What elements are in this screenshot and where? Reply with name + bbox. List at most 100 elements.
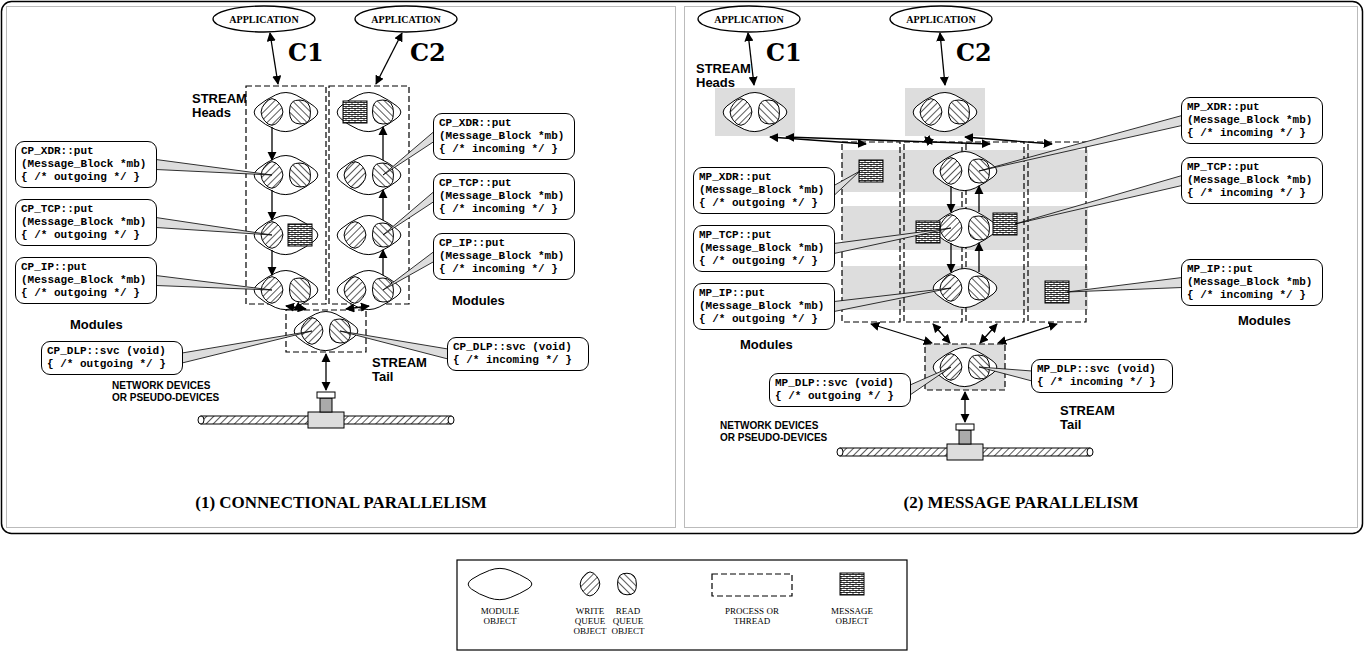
method-callout: MP_TCP::put (Message_Block *mb) { /* out… [693, 225, 835, 272]
read-queue [289, 163, 310, 187]
stream-head-area [715, 88, 795, 136]
double-arrow [940, 33, 945, 85]
method-text: MP_TCP::put (Message_Block *mb) { /* inc… [1187, 161, 1317, 200]
module-object [723, 92, 787, 131]
method-text: MP_IP::put (Message_Block *mb) { /* outg… [699, 287, 829, 326]
method-callout: MP_IP::put (Message_Block *mb) { /* outg… [693, 283, 835, 330]
write-queue [940, 158, 962, 185]
process-thread-box [1028, 142, 1086, 322]
write-queue [344, 277, 366, 304]
leader-line [910, 367, 951, 395]
module-object [254, 155, 318, 194]
device-label: NETWORK DEVICES OR PSEUDO-DEVICES [720, 420, 836, 444]
t-connector-stub [320, 398, 332, 412]
legend-text: PROCESS OR THREAD [722, 606, 782, 626]
leader-line [1067, 278, 1182, 293]
flow-arrow [950, 186, 951, 212]
message-object [288, 224, 312, 246]
method-text: CP_DLP::svc (void) { /* incoming */ } [453, 341, 583, 367]
method-callout: MP_XDR::put (Message_Block *mb) { /* out… [693, 167, 835, 214]
ellipse-shape [213, 6, 315, 32]
panel: (2) MESSAGE PARALLELISMAPPLICATIONAPPLIC… [684, 6, 1358, 528]
legend-text: MODULE OBJECT [475, 606, 525, 626]
legend-text: READ QUEUE OBJECT [610, 606, 646, 636]
leader-line [834, 228, 951, 254]
t-connector-cap [956, 424, 974, 430]
flow-arrow [271, 190, 272, 220]
method-callout: CP_XDR::put (Message_Block *mb) { /* out… [15, 141, 157, 188]
leader-line [156, 218, 272, 236]
double-arrow [376, 33, 402, 84]
application-ellipse: APPLICATION [212, 5, 316, 33]
flow-arrow [950, 243, 951, 272]
section-label: Modules [70, 318, 123, 332]
double-arrow [325, 354, 326, 390]
section-label: Modules [1238, 314, 1291, 328]
read-queue [372, 223, 393, 247]
application-label: APPLICATION [714, 14, 783, 25]
legend-module-sample [468, 568, 532, 599]
module-object [933, 347, 997, 386]
leader-line [834, 171, 860, 196]
flow-arrow [978, 243, 979, 272]
write-queue [920, 99, 942, 126]
method-callout: CP_XDR::put (Message_Block *mb) { /* inc… [433, 113, 575, 160]
leader-line [383, 132, 434, 176]
leader-line [156, 276, 272, 291]
application-label: APPLICATION [371, 14, 440, 25]
write-queue [730, 99, 752, 126]
module-object [337, 155, 401, 194]
write-queue [261, 99, 283, 126]
read-queue [329, 319, 350, 343]
section-label: STREAM Tail [372, 356, 422, 384]
legend-text: WRITE QUEUE OBJECT [572, 606, 608, 636]
t-connector-cap [317, 392, 335, 398]
module-object [337, 270, 401, 309]
flow-arrow [271, 250, 272, 275]
write-queue [344, 162, 366, 189]
method-text: MP_IP::put (Message_Block *mb) { /* inco… [1187, 263, 1317, 302]
t-connector-stub [959, 430, 971, 444]
double-arrow [286, 306, 306, 309]
cable-end [1087, 448, 1093, 456]
read-queue [968, 355, 989, 379]
device-label: NETWORK DEVICES OR PSEUDO-DEVICES [112, 380, 228, 404]
double-arrow [933, 324, 950, 343]
stream-head-area [905, 88, 985, 136]
cable-end [448, 416, 454, 424]
leader-line [156, 160, 272, 176]
module-object [933, 268, 997, 307]
legend-frame [457, 560, 907, 650]
ellipse-shape [890, 6, 992, 32]
message-object [859, 160, 883, 182]
method-callout: CP_TCP::put (Message_Block *mb) { /* out… [15, 199, 157, 246]
t-connector [947, 444, 983, 460]
leader-line [383, 192, 434, 236]
module-layer [842, 266, 1088, 310]
method-text: CP_IP::put (Message_Block *mb) { /* inco… [439, 237, 569, 276]
double-arrow [980, 324, 997, 343]
double-arrow [925, 137, 932, 144]
method-text: MP_XDR::put (Message_Block *mb) { /* inc… [1187, 101, 1317, 140]
read-queue [968, 216, 989, 240]
panel-caption: (1) CONNECTIONAL PARALLELISM [7, 493, 675, 513]
method-text: CP_TCP::put (Message_Block *mb) { /* inc… [439, 177, 569, 216]
message-object [343, 101, 367, 123]
t-connector [308, 412, 344, 428]
connection-label: C1 [766, 38, 802, 67]
section-label: STREAM Heads [192, 92, 244, 120]
module-object [337, 92, 401, 131]
leader-line [383, 252, 434, 291]
method-callout: MP_TCP::put (Message_Block *mb) { /* inc… [1181, 157, 1323, 204]
application-label: APPLICATION [229, 14, 298, 25]
double-arrow [748, 33, 754, 85]
flow-arrow [978, 186, 979, 212]
module-object [294, 311, 358, 350]
message-object [993, 213, 1017, 235]
read-queue [758, 100, 779, 124]
ellipse-shape [698, 6, 800, 32]
leader-line [979, 367, 1032, 381]
method-text: CP_TCP::put (Message_Block *mb) { /* out… [21, 203, 151, 242]
method-callout: CP_IP::put (Message_Block *mb) { /* outg… [15, 257, 157, 304]
double-arrow [346, 306, 369, 309]
